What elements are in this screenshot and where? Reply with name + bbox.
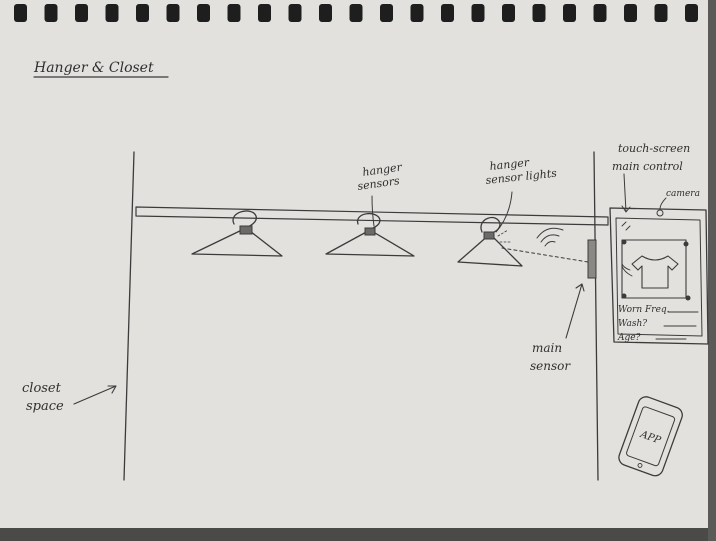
age-label: Age? <box>617 333 641 343</box>
touch-screen-label-2: main control <box>612 160 683 173</box>
binding-ring <box>197 4 210 22</box>
binding-ring <box>380 4 393 22</box>
hanger-sensor-3 <box>483 231 495 240</box>
binding-ring <box>502 4 515 22</box>
hanger-sensors-arrow <box>371 195 375 227</box>
binding-ring <box>349 4 363 22</box>
binding-ring <box>441 4 454 22</box>
main-sensor-label-1: main <box>532 341 562 355</box>
page-right-edge <box>708 0 716 541</box>
closet-left-wall <box>123 151 135 481</box>
photo-frame <box>621 239 687 299</box>
binding-ring <box>75 4 88 22</box>
closet-space-label-2: space <box>26 399 64 414</box>
binding-ring <box>166 4 180 22</box>
binding-ring <box>593 4 607 22</box>
binding-ring <box>14 4 27 22</box>
binding-ring <box>288 4 302 22</box>
binding-ring <box>624 4 637 22</box>
page-bottom-edge <box>0 528 716 541</box>
touch-screen-label-1: touch-screen <box>618 142 690 155</box>
main-sensor-label-2: sensor <box>530 359 571 373</box>
main-sensor-device <box>587 239 597 279</box>
binding-ring <box>471 4 485 22</box>
binding-ring <box>685 4 698 22</box>
wash-label: Wash? <box>618 319 647 329</box>
worn-freq-label: Worn Freq. <box>618 305 670 315</box>
binding-ring <box>563 4 576 22</box>
binding-ring <box>258 4 271 22</box>
hanger-sensors-label-2: sensors <box>357 174 401 193</box>
hanger-sensor-lights-label-1: hanger <box>489 156 530 173</box>
hanger-sensor-1 <box>239 225 253 235</box>
main-sensor-arrow <box>565 283 585 339</box>
home-button-icon <box>637 462 643 468</box>
tshirt-icon <box>631 255 679 289</box>
closet-rod <box>135 206 609 226</box>
hanger-3 <box>457 216 523 267</box>
binding-ring <box>319 4 332 22</box>
binding-ring <box>227 4 241 22</box>
hanger-1 <box>191 210 283 257</box>
hanger-2 <box>325 213 415 257</box>
camera-icon <box>656 209 664 217</box>
touch-screen-panel: Worn Freq. Wash? Age? <box>609 207 709 345</box>
binding-ring <box>105 4 119 22</box>
camera-arrow <box>659 197 667 210</box>
binding-ring <box>410 4 424 22</box>
diagram-title: Hanger & Closet <box>33 60 154 76</box>
hanger-sensor-2 <box>364 227 376 236</box>
wireless-signal-icon <box>536 227 564 247</box>
hanger-sensors-label-1: hanger <box>362 160 404 178</box>
sensor-beam <box>501 247 589 263</box>
binding-ring <box>44 4 58 22</box>
closet-space-label-1: closet <box>22 381 62 396</box>
touch-screen-arrow <box>621 173 631 213</box>
binding-ring <box>136 4 149 22</box>
closet-right-wall <box>593 151 599 481</box>
spiral-binding <box>14 4 698 22</box>
hanger-sensor-lights-arrow <box>495 191 513 233</box>
binding-ring <box>654 4 668 22</box>
closet-space-arrow <box>73 385 117 405</box>
binding-ring <box>532 4 546 22</box>
camera-label: camera <box>666 189 700 199</box>
